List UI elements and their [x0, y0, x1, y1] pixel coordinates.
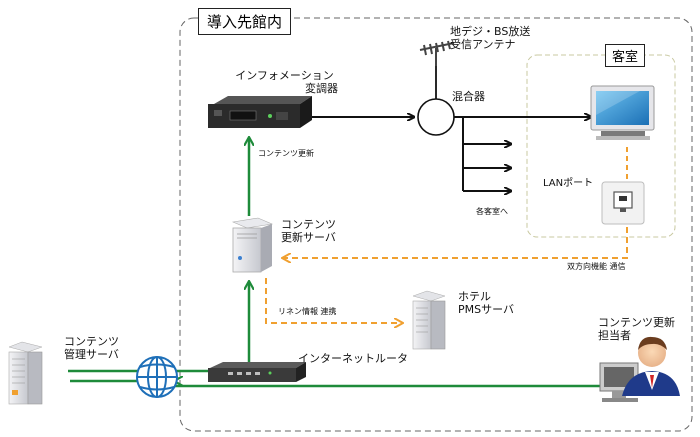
antenna-icon	[419, 40, 455, 66]
content-server-label: コンテンツ 更新サーバ	[281, 218, 336, 244]
modulator-device-icon	[208, 96, 312, 128]
lan-port-label: LANポート	[543, 178, 594, 189]
mixer-circle	[417, 98, 455, 136]
updater-label: コンテンツ更新 担当者	[598, 316, 675, 342]
person-at-computer-icon	[599, 336, 680, 402]
mgmt-server-label: コンテンツ 管理サーバ	[64, 335, 119, 361]
router-label: インターネットルータ	[298, 352, 408, 365]
antenna-label: 地デジ・BS放送 受信アンテナ	[450, 25, 531, 51]
each-room-label: 各客室へ	[476, 207, 508, 216]
lan-port-icon	[601, 181, 645, 225]
guest-room-title: 客室	[605, 44, 646, 67]
bidirectional-comm-line	[283, 227, 628, 258]
server-rack-icon	[412, 290, 446, 350]
guest-room-boundary	[526, 54, 676, 238]
server-rack-icon	[8, 341, 43, 405]
router-icon	[208, 362, 306, 382]
linen-info-label: リネン情報 連携	[278, 307, 337, 316]
facility-boundary	[179, 17, 693, 432]
bidirectional-label: 双方向機能 通信	[567, 262, 626, 271]
tv-monitor-icon	[590, 85, 655, 140]
facility-title: 導入先館内	[198, 8, 292, 35]
linen-info-line	[265, 278, 402, 323]
content-update-label: コンテンツ更新	[258, 149, 314, 158]
modulator-label: インフォメーション 変調器	[235, 69, 338, 95]
globe-icon	[136, 356, 178, 398]
pms-server-label: ホテル PMSサーバ	[458, 290, 514, 316]
server-icon	[231, 217, 274, 273]
mixer-label: 混合器	[452, 90, 485, 103]
